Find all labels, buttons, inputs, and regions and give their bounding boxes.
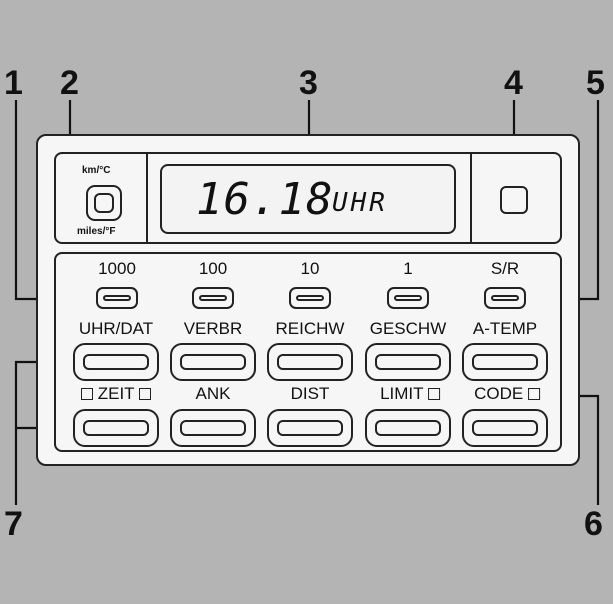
button-100[interactable]: [192, 287, 234, 309]
button-1[interactable]: [387, 287, 429, 309]
button-zeit[interactable]: [73, 409, 159, 447]
label-sr: S/R: [490, 259, 520, 278]
callout-5: 5: [586, 64, 605, 102]
unit-label-km: km/°C: [82, 165, 111, 176]
zeit-checkbox-left: [81, 388, 93, 400]
callout-3: 3: [299, 64, 318, 102]
label-10: 10: [300, 259, 320, 278]
callout-2: 2: [60, 64, 79, 102]
divider-right: [470, 152, 472, 244]
label-reichw: REICHW: [275, 319, 345, 338]
label-1000: 1000: [98, 259, 136, 278]
button-sr[interactable]: [484, 287, 526, 309]
callout-4: 4: [504, 64, 523, 102]
label-code-text: CODE: [474, 384, 524, 403]
label-zeit: ZEIT: [81, 384, 151, 404]
label-geschw: GESCHW: [369, 319, 447, 338]
label-zeit-text: ZEIT: [97, 384, 135, 403]
zeit-checkbox-right: [139, 388, 151, 400]
unit-switch-button[interactable]: [86, 185, 122, 221]
callout-7: 7: [4, 505, 23, 543]
label-100: 100: [198, 259, 228, 278]
button-dist[interactable]: [267, 409, 353, 447]
display-unit: UHR: [332, 188, 388, 218]
callout-6: 6: [584, 505, 603, 543]
label-verbr: VERBR: [183, 319, 243, 338]
unit-label-miles: miles/°F: [77, 226, 116, 237]
button-a-temp[interactable]: [462, 343, 548, 381]
code-checkbox: [527, 388, 540, 400]
label-code: CODE: [474, 384, 540, 404]
button-limit[interactable]: [365, 409, 451, 447]
label-limit-text: LIMIT: [380, 384, 424, 403]
button-uhr-dat[interactable]: [73, 343, 159, 381]
display-time: 16.18: [196, 174, 334, 225]
indicator-light: [500, 186, 528, 214]
label-limit: LIMIT: [380, 384, 440, 404]
button-reichw[interactable]: [267, 343, 353, 381]
lcd-display: 16.18 UHR: [160, 164, 456, 234]
label-a-temp: A-TEMP: [472, 319, 538, 338]
label-1: 1: [403, 259, 413, 278]
label-ank: ANK: [195, 384, 231, 403]
button-geschw[interactable]: [365, 343, 451, 381]
button-1000[interactable]: [96, 287, 138, 309]
limit-checkbox: [427, 388, 440, 400]
divider-left: [146, 152, 148, 244]
label-uhr-dat: UHR/DAT: [78, 319, 154, 338]
button-ank[interactable]: [170, 409, 256, 447]
callout-1: 1: [4, 64, 23, 102]
button-verbr[interactable]: [170, 343, 256, 381]
label-dist: DIST: [290, 384, 330, 403]
button-10[interactable]: [289, 287, 331, 309]
button-code[interactable]: [462, 409, 548, 447]
